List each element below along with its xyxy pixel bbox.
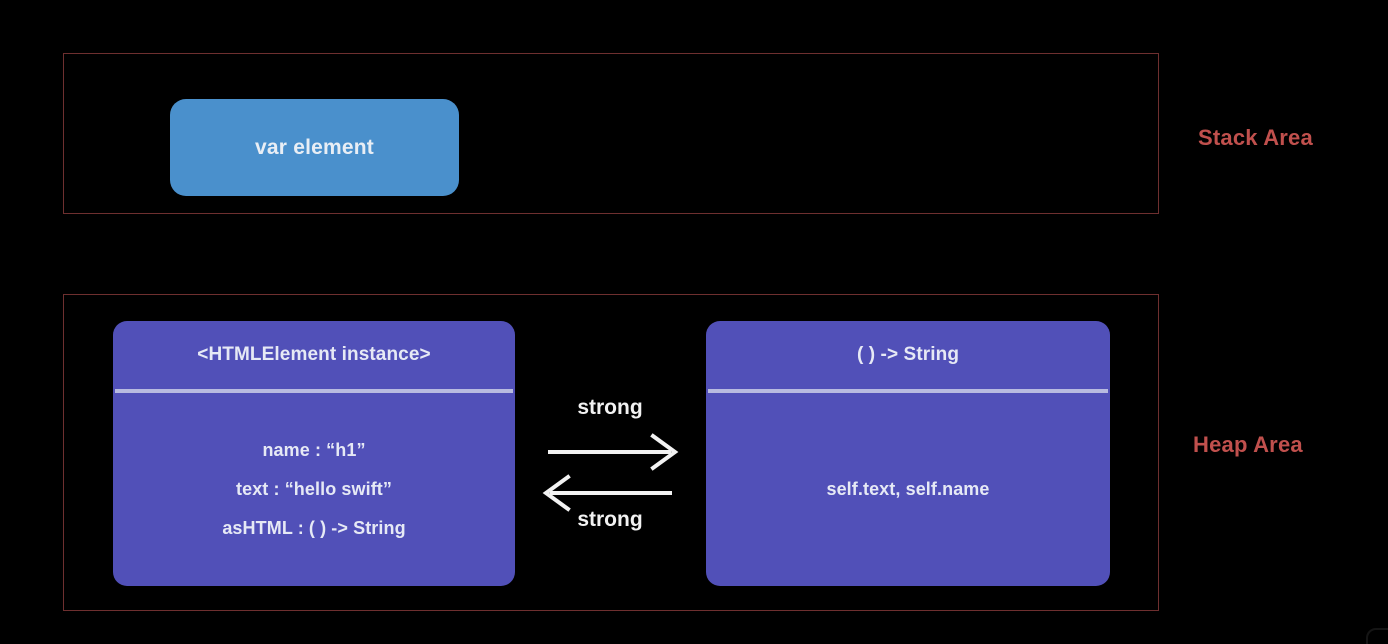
- heap-instance-box[interactable]: <HTMLElement instance> name : “h1” text …: [113, 321, 515, 586]
- stack-variable-box[interactable]: var element: [170, 99, 459, 196]
- corner-artifact: [1366, 628, 1388, 644]
- heap-area-frame: [63, 294, 1159, 611]
- strong-reference-label-top: strong: [577, 396, 643, 419]
- arrow-left-icon: [542, 474, 672, 512]
- heap-instance-divider: [115, 389, 513, 393]
- heap-closure-box[interactable]: ( ) -> String self.text, self.name: [706, 321, 1110, 586]
- heap-closure-header: ( ) -> String: [706, 321, 1110, 389]
- reference-arrows: [542, 433, 679, 512]
- heap-closure-captures: self.text, self.name: [706, 393, 1110, 586]
- reference-relationship-group: strong strong: [530, 386, 690, 546]
- heap-closure-capture-list: self.text, self.name: [826, 479, 990, 499]
- heap-instance-property-text: text : “hello swift”: [235, 479, 392, 499]
- stack-area-label: Stack Area: [1198, 125, 1313, 150]
- heap-instance-header-text: <HTMLElement instance>: [197, 344, 431, 365]
- strong-reference-label-bottom: strong: [577, 508, 643, 531]
- heap-instance-properties: name : “h1” text : “hello swift” asHTML …: [113, 393, 515, 586]
- heap-instance-property-ashtml: asHTML : ( ) -> String: [222, 518, 406, 538]
- heap-area-label: Heap Area: [1193, 432, 1303, 457]
- stack-variable-label: var element: [255, 135, 374, 159]
- stack-area-frame: [63, 53, 1159, 214]
- heap-instance-header: <HTMLElement instance>: [113, 321, 515, 389]
- heap-instance-property-name: name : “h1”: [262, 440, 366, 460]
- heap-closure-header-text: ( ) -> String: [856, 344, 960, 365]
- heap-closure-divider: [708, 389, 1108, 393]
- arrow-right-icon: [548, 433, 679, 471]
